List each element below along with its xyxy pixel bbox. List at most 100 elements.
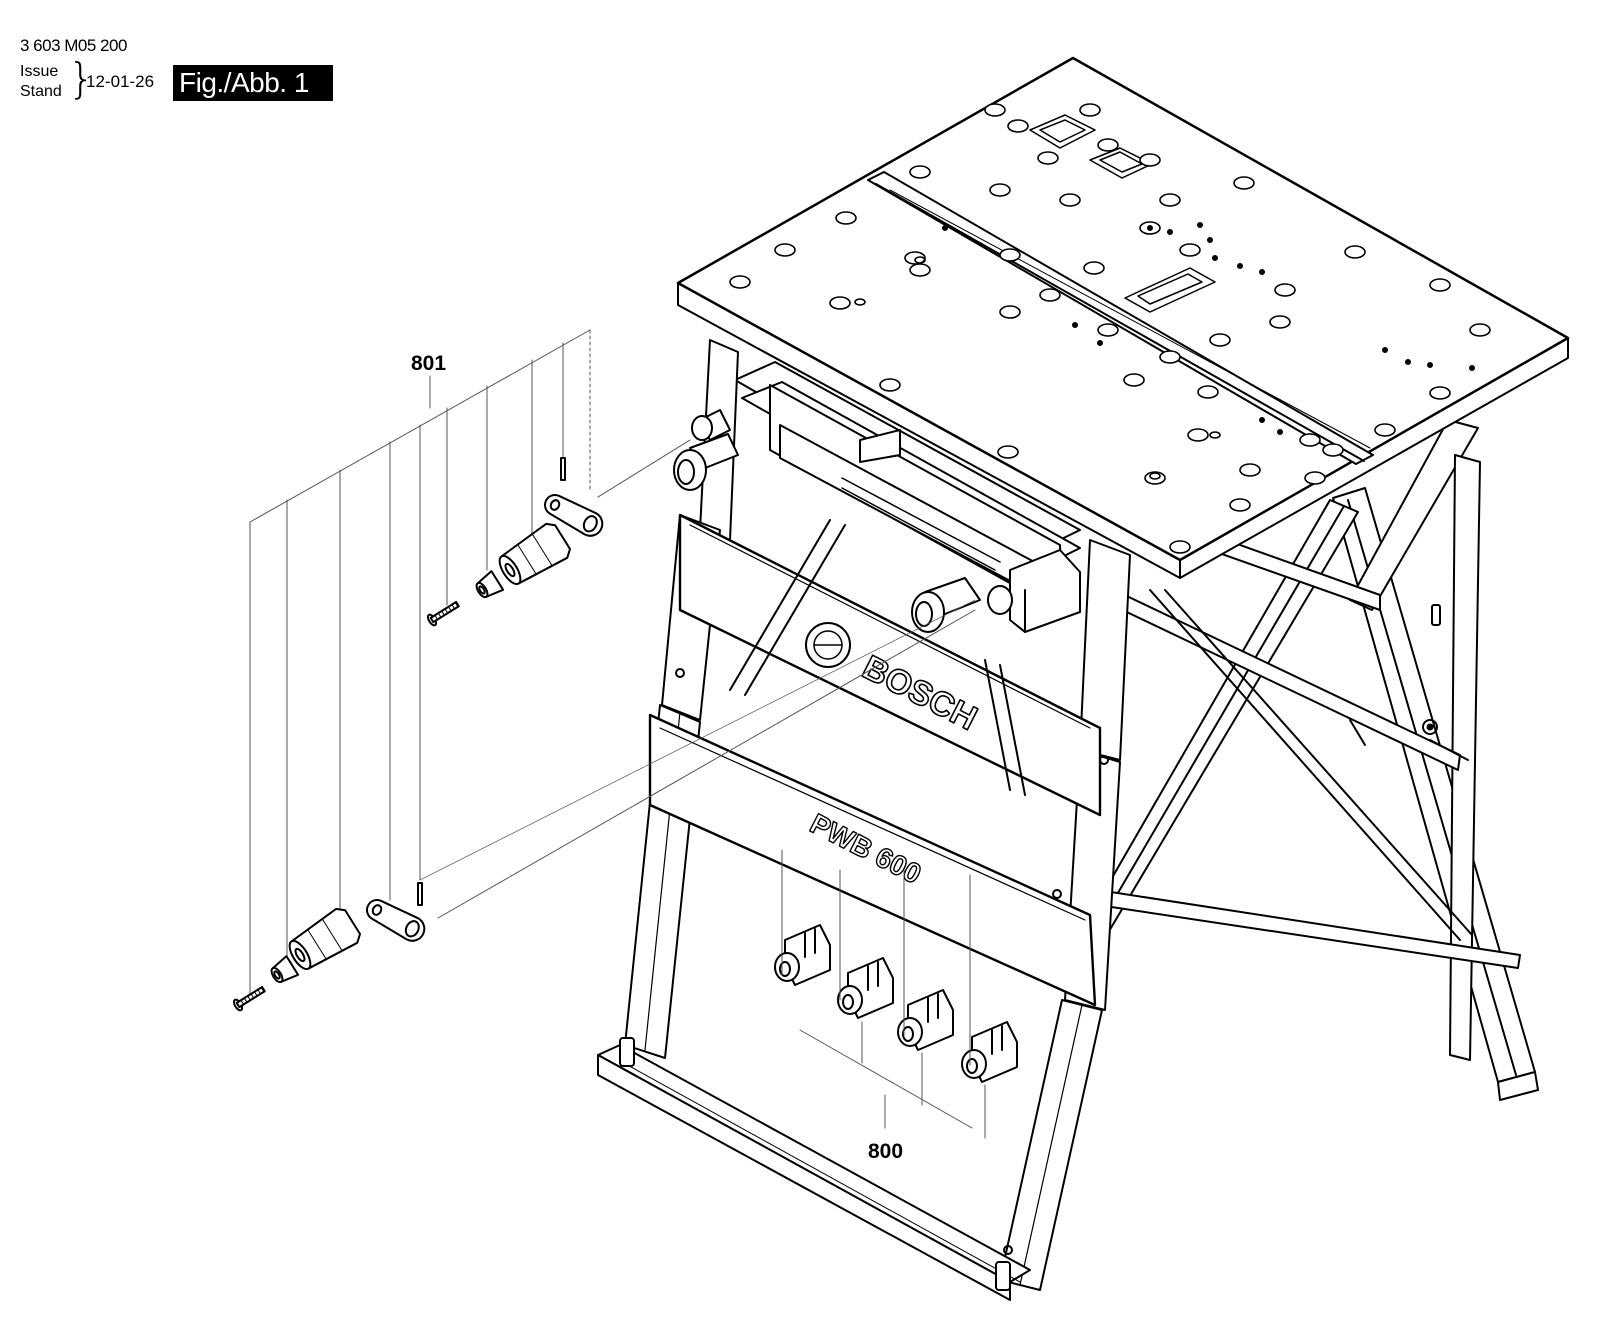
bench-hole (1039, 288, 1061, 302)
screw-thread (441, 610, 445, 616)
bench-hole (1269, 315, 1291, 329)
screw-thread (247, 995, 251, 1001)
pin-body (560, 457, 566, 481)
bench-hole (1079, 103, 1101, 117)
front-legs (597, 339, 1131, 1301)
knob-face (288, 939, 312, 971)
link-hole (549, 499, 561, 511)
bench-pin-hole (941, 225, 948, 232)
clamp-peg (774, 924, 831, 986)
screw-thread (447, 606, 452, 612)
pin-upper (560, 457, 566, 481)
clamp-peg-cap-hole (779, 961, 791, 977)
bench-hole (1139, 153, 1161, 167)
bench-hole (1469, 323, 1491, 337)
bench-hole (1322, 443, 1344, 457)
clamp-peg (961, 1021, 1018, 1083)
screw-thread (451, 604, 456, 610)
screw-thread (243, 997, 248, 1003)
bench-hole (1083, 261, 1105, 275)
bushing-lower (270, 955, 300, 984)
link-lower (366, 899, 426, 942)
bench-hole (1233, 176, 1255, 190)
knob-ridge (306, 928, 327, 961)
workbench: BOSCH PWB 600 (597, 56, 1570, 1301)
screw-thread (454, 602, 459, 608)
screw-upper (426, 600, 460, 627)
bench-pin-hole (1072, 321, 1079, 328)
screw-thread (260, 987, 265, 993)
screw-thread (240, 999, 245, 1005)
bench-hole (999, 305, 1021, 319)
bench-hole (1197, 385, 1219, 399)
knob-lower (288, 907, 361, 971)
bench-hole (1229, 498, 1251, 512)
bench-pin-hole (1237, 262, 1244, 269)
issue-label: Issue (20, 63, 59, 80)
knob-ridge (516, 543, 537, 576)
link-upper (544, 494, 604, 537)
bench-hole (984, 103, 1006, 117)
callout-800: 800 (868, 1140, 903, 1163)
bench-hole (999, 248, 1021, 262)
brace-glyph: } (68, 54, 95, 103)
vise-cranks (673, 409, 1013, 633)
bench-hole (909, 165, 931, 179)
bushing-bore (273, 970, 281, 980)
bench-pin-hole (1212, 255, 1219, 262)
vise-jaw (734, 361, 1081, 633)
bench-hole (829, 296, 851, 310)
bench-hole-inner (1149, 472, 1161, 480)
bench-pin-hole (1382, 346, 1389, 353)
bench-hole (1344, 245, 1366, 259)
bench-hole (774, 243, 796, 257)
screw-thread (250, 993, 255, 999)
knob-upper (498, 522, 571, 586)
bench-hole-inner (1209, 431, 1221, 439)
bench-hole (1274, 283, 1296, 297)
knob-ridge (321, 918, 343, 952)
bench-hole (1187, 428, 1209, 442)
clamp-peg-cap-hole (966, 1058, 978, 1074)
screw-thread (437, 612, 442, 618)
pin-lower (417, 882, 423, 906)
link-boss (582, 515, 598, 533)
bench-pin-hole (1097, 339, 1104, 346)
bench-hole (1299, 433, 1321, 447)
bench-hole (729, 275, 751, 289)
clamp-pegs (774, 924, 1018, 1083)
knob-face (498, 554, 522, 586)
bench-hole (1209, 333, 1231, 347)
bench-hole (1059, 193, 1081, 207)
bench-pin-hole (1197, 222, 1204, 229)
bench-hole (879, 378, 901, 392)
bench-hole (1097, 323, 1119, 337)
clamp-peg-cap (837, 985, 863, 1015)
bench-hole (1159, 350, 1181, 364)
bench-hole (1374, 423, 1396, 437)
screw-thread (434, 614, 439, 620)
bench-hole-inner (854, 298, 866, 306)
clamp-peg (837, 957, 894, 1019)
bench-hole (1007, 119, 1029, 133)
bench-hole (1429, 386, 1451, 400)
bench-pin-hole (1207, 237, 1214, 244)
pin-body (417, 882, 423, 906)
part-number: 3 603 M05 200 (20, 36, 127, 55)
bench-pin-hole (1259, 268, 1266, 275)
bench-hole (997, 445, 1019, 459)
bench-hole (1179, 243, 1201, 257)
tabletop (676, 56, 1570, 579)
bench-pin-hole (1277, 428, 1284, 435)
bench-pin-hole (1427, 361, 1434, 368)
bench-hole (1123, 373, 1145, 387)
knob-bore (294, 947, 306, 963)
knob-bore (504, 562, 516, 578)
screw-lower (232, 985, 266, 1012)
bench-pin-hole (1147, 225, 1154, 232)
bench-hole (989, 183, 1011, 197)
screw-shaft (235, 985, 266, 1009)
bench-pin-hole (1405, 358, 1412, 365)
screw-thread (253, 991, 258, 997)
